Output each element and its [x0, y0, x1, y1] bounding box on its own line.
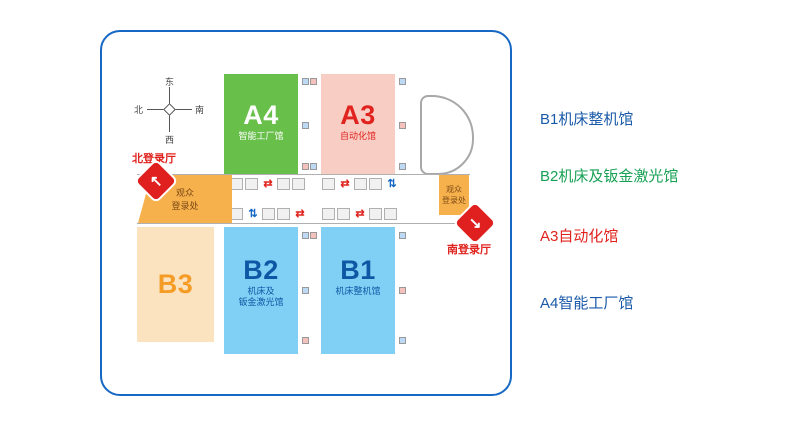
visitor-registration-area-south: 观众 登录处 [439, 175, 469, 215]
hall-b3: B3 [137, 227, 214, 342]
facility-icon [310, 78, 317, 85]
hall-b1-name: 机床整机馆 [335, 286, 381, 296]
transfer-arrows-icon: ⇄ [340, 178, 350, 190]
booth [384, 208, 397, 220]
north-entrance-label: 北登录厅 [132, 153, 176, 165]
facility-icon [399, 287, 406, 294]
facility-icon [302, 337, 309, 344]
facility-icon [399, 232, 406, 239]
compass-east-label: 东 [165, 77, 175, 87]
hall-a3-name: 自动化馆 [339, 131, 376, 141]
facility-icon [310, 163, 317, 170]
facility-icon [302, 287, 309, 294]
transfer-arrows-icon: ⇄ [295, 208, 305, 220]
facility-arrows-icon: ⇅ [248, 208, 258, 220]
facility-icon [399, 163, 406, 170]
legend-item-a3: A3自动化馆 [540, 228, 619, 245]
booth [322, 208, 335, 220]
hall-a4: A4 智能工厂馆 [224, 74, 298, 174]
booth [262, 208, 275, 220]
hall-a4-code: A4 [243, 100, 279, 130]
transfer-arrows-icon: ⇄ [263, 178, 273, 190]
registration-label-line2: 登录处 [171, 201, 199, 211]
legend-item-b2: B2机床及钣金激光馆 [540, 168, 679, 185]
facility-icon [399, 122, 406, 129]
compass-center-diamond-icon [163, 103, 176, 116]
arrow-glyph: ↖ [149, 172, 163, 190]
booth [277, 178, 290, 190]
legend: B1机床整机馆 B2机床及钣金激光馆 A3自动化馆 A4智能工厂馆 [540, 0, 790, 421]
hall-a3-code: A3 [340, 100, 376, 130]
booth [292, 178, 305, 190]
facility-icon [302, 163, 309, 170]
hall-a3: A3 自动化馆 [321, 74, 395, 174]
compass-north-label: 北 [134, 105, 144, 115]
booth [369, 208, 382, 220]
facility-icon [302, 232, 309, 239]
facility-icon [399, 78, 406, 85]
legend-item-b1: B1机床整机馆 [540, 111, 634, 128]
booth [369, 178, 382, 190]
facility-icon [310, 232, 317, 239]
arrow-glyph: ↘ [468, 214, 482, 232]
booth [277, 208, 290, 220]
facility-icon [302, 78, 309, 85]
floor-map: 东 西 北 南 ⇄ ⇄ ⇅ ⇅ ⇄ ⇄ [100, 30, 512, 396]
hall-b1: B1 机床整机馆 [321, 227, 395, 354]
hall-a4-name: 智能工厂馆 [238, 131, 284, 141]
hall-b2-code: B2 [243, 255, 279, 285]
facility-icon [399, 337, 406, 344]
hall-b1-code: B1 [340, 255, 376, 285]
registration-label-line1: 观众 [175, 188, 194, 198]
hall-b2-name-line1: 机床及 [247, 286, 275, 296]
facility-arrows-icon: ⇅ [387, 178, 397, 190]
legend-item-a4: A4智能工厂馆 [540, 295, 634, 312]
booth [322, 178, 335, 190]
transfer-arrows-icon: ⇄ [355, 208, 365, 220]
registration-label-line1: 观众 [446, 185, 462, 194]
hall-b2: B2 机床及 钣金激光馆 [224, 227, 298, 354]
facility-icon [302, 122, 309, 129]
hall-b3-code: B3 [157, 269, 194, 299]
compass-south-label: 南 [195, 105, 205, 115]
booth [337, 208, 350, 220]
south-entrance-label: 南登录厅 [447, 244, 491, 256]
booth [245, 178, 258, 190]
registration-label-line2: 登录处 [442, 196, 466, 205]
entrance-building-outline [420, 95, 474, 175]
booth [354, 178, 367, 190]
hall-b2-name-line2: 钣金激光馆 [238, 297, 284, 308]
compass-west-label: 西 [165, 135, 175, 145]
